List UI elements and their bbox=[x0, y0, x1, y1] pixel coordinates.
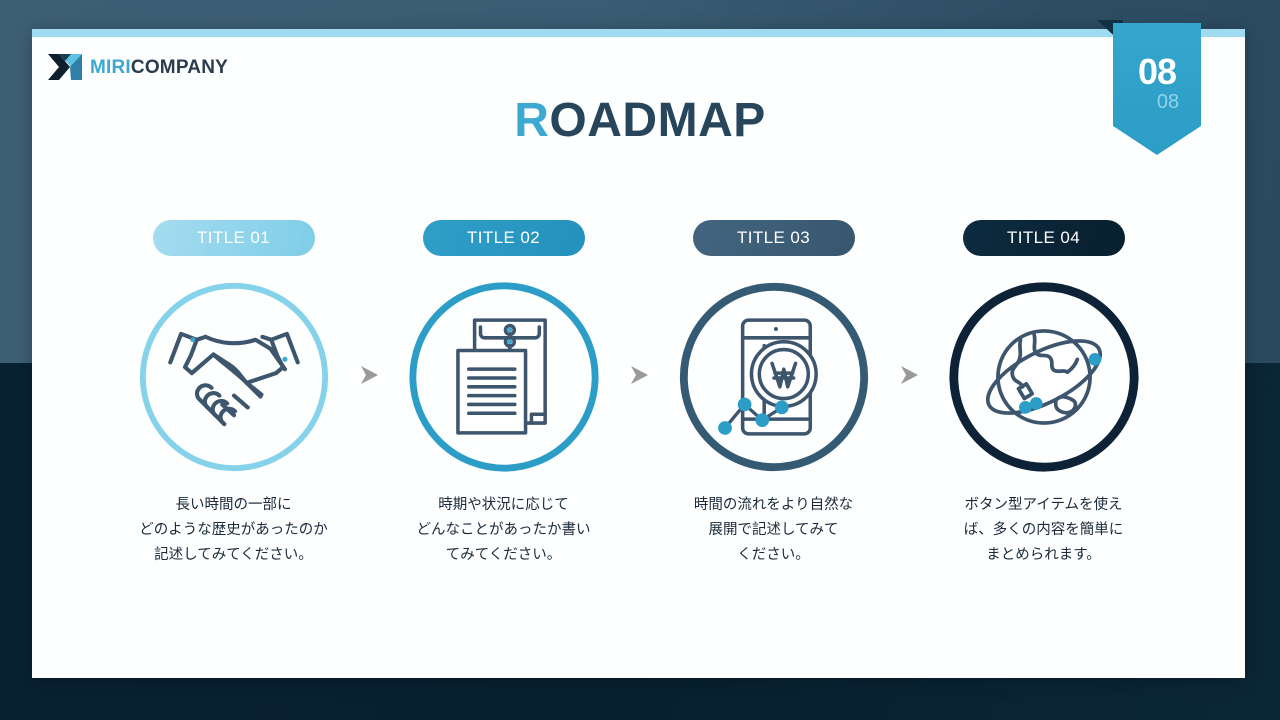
chart-line bbox=[722, 402, 784, 430]
step-separator-3 bbox=[894, 360, 924, 390]
chevron-right-icon bbox=[900, 366, 918, 384]
step-title-pill-2[interactable]: TITLE 02 bbox=[422, 220, 585, 256]
roadmap-step-3[interactable]: TITLE 03 bbox=[654, 220, 894, 568]
brand-logo[interactable]: MIRICOMPANY bbox=[48, 52, 228, 82]
step-title-label-3: TITLE 03 bbox=[736, 228, 811, 247]
step-separator-1 bbox=[354, 360, 384, 390]
step-title-pill-3[interactable]: TITLE 03 bbox=[692, 220, 855, 256]
desc-line: 時間の流れをより自然な bbox=[693, 497, 854, 513]
step-title-pill-1[interactable]: TITLE 01 bbox=[152, 220, 315, 256]
page-number-ribbon: 08 08 bbox=[1113, 23, 1201, 155]
page-title-rest: OADMAP bbox=[549, 94, 766, 147]
handshake-icon bbox=[167, 331, 300, 427]
chevron-right-icon bbox=[630, 366, 648, 384]
roadmap-step-1[interactable]: TITLE 01 bbox=[114, 220, 354, 568]
step-title-label-2: TITLE 02 bbox=[466, 228, 541, 247]
step-icon-circle-2 bbox=[406, 279, 602, 475]
brand-name: MIRICOMPANY bbox=[90, 58, 228, 77]
page-title-accent: R bbox=[514, 94, 550, 147]
roadmap-step-2[interactable]: TITLE 02 bbox=[384, 220, 624, 568]
globe-orbit-icon bbox=[985, 329, 1102, 425]
roadmap-step-4[interactable]: TITLE 04 bbox=[924, 220, 1164, 568]
desc-line: ボタン型アイテムを使え bbox=[964, 497, 1123, 513]
step-title-label-1: TITLE 01 bbox=[196, 228, 271, 247]
desc-line: どんなことがあったか書い bbox=[416, 521, 591, 538]
brand-name-primary: MIRI bbox=[90, 56, 131, 78]
brand-name-secondary: COMPANY bbox=[130, 56, 229, 78]
step-icon-circle-3 bbox=[676, 279, 872, 475]
step-title-pill-4[interactable]: TITLE 04 bbox=[962, 220, 1125, 256]
x-logo-icon bbox=[48, 52, 82, 82]
desc-line: 長い時間の一部に bbox=[175, 497, 292, 513]
step-icon-circle-1 bbox=[136, 279, 332, 475]
step-separator-2 bbox=[624, 360, 654, 390]
page-number-secondary: 08 bbox=[1156, 91, 1180, 113]
page-title: ROADMAP bbox=[0, 97, 1280, 145]
roadmap-steps: TITLE 01 bbox=[32, 220, 1245, 620]
document-envelope-icon bbox=[455, 318, 547, 435]
step-description-3: 時間の流れをより自然な 展開で記述してみて ください。 bbox=[658, 493, 890, 568]
step-description-1: 長い時間の一部に どのような歴史があったのか 記述してみてください。 bbox=[118, 493, 350, 568]
desc-line: 時期や状況に応じて bbox=[438, 497, 569, 513]
mobile-currency-chart-icon bbox=[740, 318, 818, 436]
desc-line: ば、多くの内容を簡単に bbox=[963, 521, 1124, 538]
chevron-right-icon bbox=[360, 366, 378, 384]
step-description-2: 時期や状況に応じて どんなことがあったか書い てみてください。 bbox=[388, 493, 620, 568]
step-description-4: ボタン型アイテムを使え ば、多くの内容を簡単に まとめられます。 bbox=[928, 493, 1160, 568]
desc-line: ください。 bbox=[737, 546, 810, 563]
page-number: 08 bbox=[1137, 51, 1177, 92]
desc-line: まとめられます。 bbox=[986, 546, 1101, 563]
desc-line: てみてください。 bbox=[445, 546, 562, 563]
desc-line: 展開で記述してみて bbox=[708, 521, 839, 538]
card-accent-bar bbox=[32, 29, 1245, 37]
step-icon-circle-4 bbox=[946, 279, 1142, 475]
step-title-label-4: TITLE 04 bbox=[1006, 228, 1081, 247]
desc-line: どのような歴史があったのか bbox=[139, 521, 328, 538]
desc-line: 記述してみてください。 bbox=[154, 546, 313, 563]
